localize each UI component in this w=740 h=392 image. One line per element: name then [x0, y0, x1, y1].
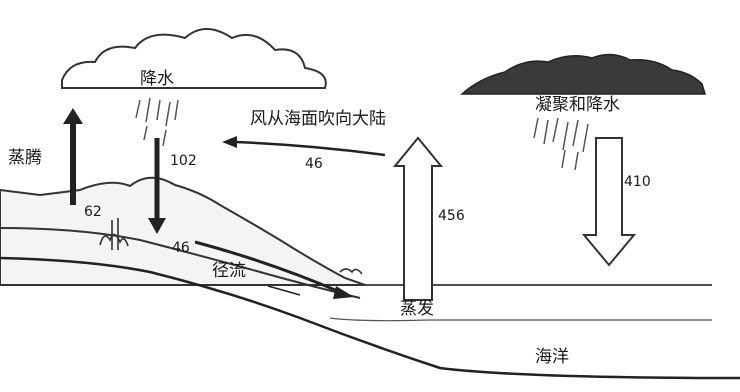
transpiration-label: 蒸腾 [8, 148, 42, 168]
transpiration-arrow [63, 108, 83, 205]
land-precipitation-arrow [148, 138, 166, 234]
ocean-evap-value: 456 [438, 208, 465, 224]
wind-arrow [222, 136, 386, 157]
ocean-line [329, 317, 712, 322]
ocean-evaporation-arrow [392, 136, 444, 301]
evaporation-label: 蒸发 [400, 299, 434, 319]
ocean-label: 海洋 [535, 347, 569, 367]
land-surface-line [0, 227, 361, 299]
runoff-arrow [194, 240, 354, 299]
land-lower-line [0, 256, 740, 380]
ocean-precip-value: 410 [624, 174, 651, 190]
precipitation-label: 降水 [140, 69, 174, 89]
land-rain-streaks [135, 97, 179, 147]
ocean-rain-streaks [533, 117, 589, 171]
land-cloud [61, 28, 327, 89]
land-precip-value: 102 [170, 153, 197, 169]
runoff-label: 径流 [212, 261, 246, 281]
ocean-cloud [460, 53, 707, 95]
runoff-flux-value: 46 [172, 240, 190, 256]
wind-label: 风从海面吹向大陆 [250, 109, 386, 129]
ocean-precipitation-arrow [581, 137, 637, 267]
land-mass [0, 176, 366, 286]
condensation-label: 凝聚和降水 [535, 95, 620, 115]
transpiration-flux-value: 62 [84, 204, 102, 220]
wind-flux-value: 46 [305, 156, 323, 172]
plant-sketch [99, 218, 363, 275]
